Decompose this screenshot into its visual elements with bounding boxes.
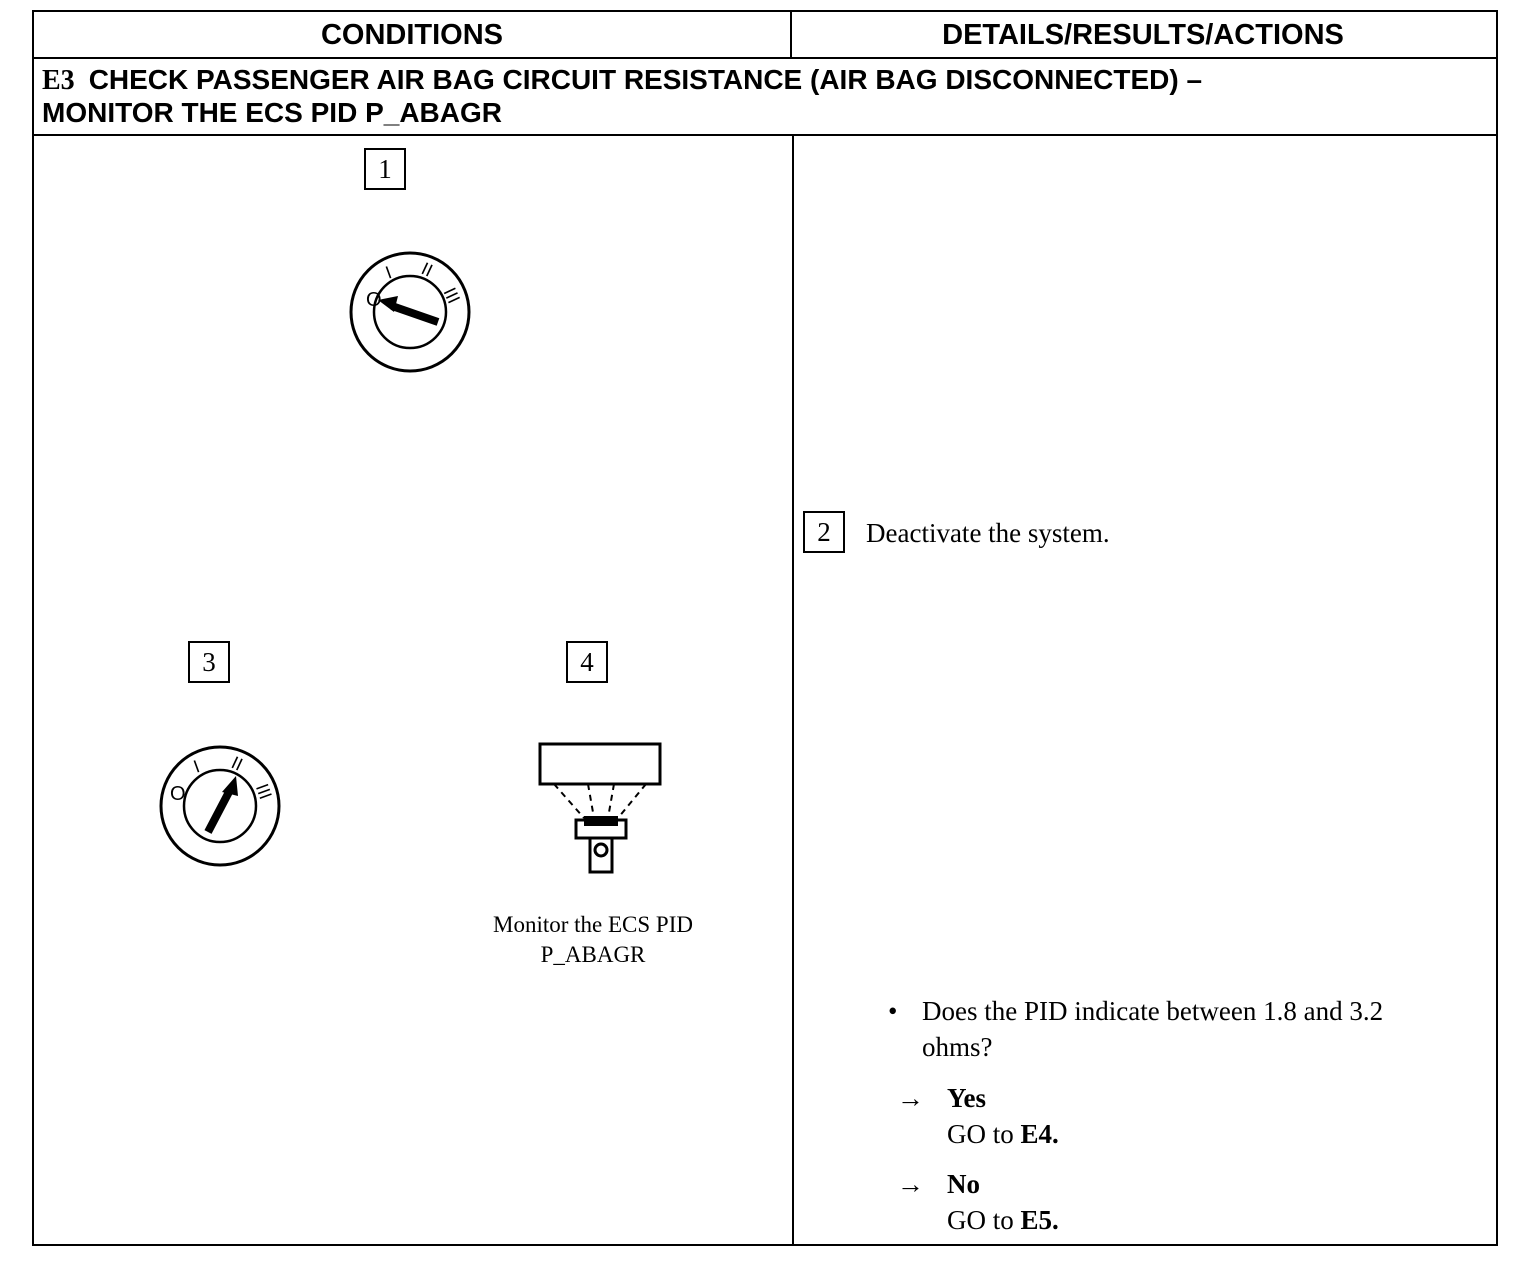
monitor-caption-line1: Monitor the ECS PID <box>493 912 693 937</box>
step-title-line2: MONITOR THE ECS PID P_ABAGR <box>42 97 502 128</box>
step-number-box-2: 2 <box>803 511 845 553</box>
no-go-text: GO to <box>947 1205 1014 1235</box>
step-number-box-4: 4 <box>566 641 608 683</box>
no-action: GO to E5. <box>947 1202 1059 1238</box>
yes-action: GO to E4. <box>947 1116 1059 1152</box>
question-line2: ohms? <box>922 1032 993 1062</box>
question-bullet: • <box>888 996 898 1026</box>
no-target-link[interactable]: E5. <box>1020 1205 1059 1235</box>
column-divider <box>792 136 794 1246</box>
yes-go-text: GO to <box>947 1119 1014 1149</box>
step-number-box-3: 3 <box>188 641 230 683</box>
yes-target-link[interactable]: E4. <box>1020 1119 1059 1149</box>
question-line1: Does the PID indicate between 1.8 and 3.… <box>922 996 1384 1026</box>
ignition-switch-off-icon: O I II III <box>349 251 471 373</box>
step-number-box-1: 1 <box>364 148 406 190</box>
ignition-label-start: III <box>440 285 464 307</box>
ignition-label-acc: I <box>191 756 203 777</box>
yes-label: Yes <box>947 1083 986 1113</box>
header-rule <box>34 57 1496 59</box>
header-conditions: CONDITIONS <box>320 19 504 51</box>
monitor-caption: Monitor the ECS PID P_ABAGR <box>470 910 716 970</box>
ignition-label-run: II <box>418 258 436 280</box>
no-arrow-icon: → <box>897 1169 924 1199</box>
diagnostic-table: CONDITIONS DETAILS/RESULTS/ACTIONS E3 CHE… <box>32 10 1498 1246</box>
yes-arrow-icon: → <box>897 1083 924 1113</box>
ignition-label-start: III <box>252 781 276 802</box>
step-title-line1: CHECK PASSENGER AIR BAG CIRCUIT RESISTAN… <box>88 64 1203 95</box>
ignition-label-off: O <box>366 289 382 311</box>
ignition-label-acc: I <box>383 262 395 283</box>
question-text: Does the PID indicate between 1.8 and 3.… <box>922 993 1482 1065</box>
header-divider <box>790 12 792 58</box>
ignition-label-run: II <box>228 752 246 774</box>
step-code: E3 <box>42 65 75 96</box>
ignition-label-off: O <box>170 783 186 805</box>
scan-tool-connected-icon <box>538 742 662 874</box>
no-label: No <box>947 1169 980 1199</box>
instruction-text: Deactivate the system. <box>866 518 1110 548</box>
ignition-switch-run-icon: O I II III <box>159 745 281 867</box>
header-details: DETAILS/RESULTS/ACTIONS <box>942 19 1344 51</box>
step-title: E3 CHECK PASSENGER AIR BAG CIRCUIT RESIST… <box>42 64 1482 129</box>
title-rule <box>34 134 1496 136</box>
monitor-caption-line2: P_ABAGR <box>540 942 646 967</box>
